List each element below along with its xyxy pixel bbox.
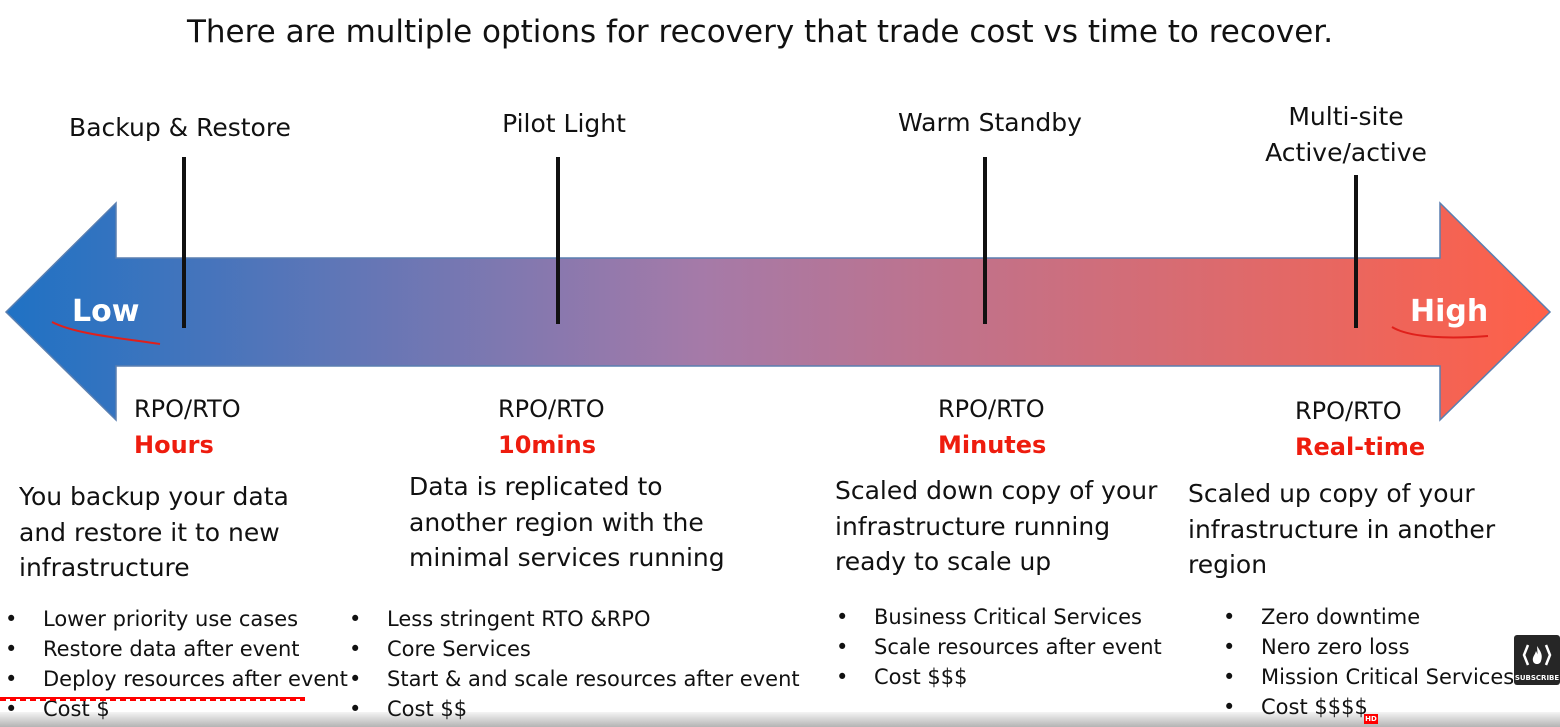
rpo-value-warm-standby: Minutes bbox=[938, 431, 1047, 459]
high-label: High bbox=[1410, 294, 1489, 329]
description-multi-site: Scaled up copy of your infrastructure in… bbox=[1188, 476, 1495, 583]
description-line: another region with the bbox=[409, 507, 704, 537]
bullet-item: Cost $$ bbox=[349, 694, 800, 724]
bullet-item: Cost $$$$ bbox=[1223, 692, 1514, 722]
arrow-body bbox=[4, 201, 1552, 422]
bullet-item: Deploy resources after event bbox=[5, 664, 348, 694]
bullets-warm-standby: Business Critical Services Scale resourc… bbox=[836, 602, 1162, 692]
channel-logo-icon bbox=[1522, 644, 1552, 666]
bullets-pilot-light: Less stringent RTO &RPO Core Services St… bbox=[349, 604, 800, 724]
description-line: infrastructure running bbox=[835, 511, 1111, 541]
description-line: You backup your data bbox=[19, 482, 289, 511]
bullet-item: Zero downtime bbox=[1223, 602, 1514, 632]
rpo-value-pilot-light: 10mins bbox=[498, 431, 597, 459]
description-pilot-light: Data is replicated to another region wit… bbox=[409, 469, 725, 576]
low-underline bbox=[51, 321, 161, 345]
description-line: Data is replicated to bbox=[409, 472, 663, 501]
rpo-label-multi-site: RPO/RTO bbox=[1295, 397, 1402, 425]
bullet-item: Restore data after event bbox=[5, 634, 348, 664]
description-line: infrastructure in another bbox=[1188, 514, 1496, 544]
rpo-label-pilot-light: RPO/RTO bbox=[498, 395, 605, 423]
bullet-item: Nero zero loss bbox=[1223, 632, 1514, 662]
description-line: Scaled up copy of your bbox=[1188, 479, 1475, 508]
bullet-item: Less stringent RTO &RPO bbox=[349, 604, 800, 634]
option-name-pilot-light: Pilot Light bbox=[502, 109, 626, 138]
description-line: Scaled down copy of your bbox=[835, 476, 1158, 505]
low-label: Low bbox=[72, 294, 140, 329]
description-line: infrastructure bbox=[19, 553, 190, 582]
bullet-item: Scale resources after event bbox=[836, 632, 1162, 662]
bullet-item: Business Critical Services bbox=[836, 602, 1162, 632]
rpo-label-backup-restore: RPO/RTO bbox=[134, 395, 241, 423]
description-warm-standby: Scaled down copy of your infrastructure … bbox=[835, 473, 1157, 580]
rpo-value-multi-site: Real-time bbox=[1295, 433, 1426, 461]
rpo-value-backup-restore: Hours bbox=[134, 431, 214, 459]
option-name-backup-restore: Backup & Restore bbox=[69, 113, 291, 142]
bullet-item: Cost $ bbox=[5, 694, 348, 724]
rpo-label-warm-standby: RPO/RTO bbox=[938, 395, 1045, 423]
bullet-item: Lower priority use cases bbox=[5, 604, 348, 634]
description-line: ready to scale up bbox=[835, 547, 1052, 576]
option-name-warm-standby: Warm Standby bbox=[898, 108, 1082, 137]
description-line: region bbox=[1188, 550, 1268, 579]
description-backup-restore: You backup your data and restore it to n… bbox=[19, 479, 289, 586]
subscribe-label: SUBSCRIBE bbox=[1514, 674, 1560, 682]
slide-title: There are multiple options for recovery … bbox=[186, 14, 1334, 50]
bullets-multi-site: Zero downtime Nero zero loss Mission Cri… bbox=[1223, 602, 1514, 722]
high-underline bbox=[1391, 326, 1489, 339]
description-line: and restore it to new bbox=[19, 517, 280, 547]
description-line: minimal services running bbox=[409, 543, 725, 572]
bullet-item: Core Services bbox=[349, 634, 800, 664]
video-player-controls[interactable] bbox=[0, 712, 1560, 727]
bullet-item: Mission Critical Services bbox=[1223, 662, 1514, 692]
bullets-backup-restore: Lower priority use cases Restore data af… bbox=[5, 604, 348, 724]
video-progress-buffer[interactable] bbox=[0, 698, 305, 701]
option-name-multi-site-line2: Active/active bbox=[1265, 138, 1427, 167]
hd-badge: HD bbox=[1364, 714, 1378, 724]
option-name-multi-site-line1: Multi-site bbox=[1288, 102, 1404, 131]
bullet-item: Start & and scale resources after event bbox=[349, 664, 800, 694]
subscribe-badge[interactable]: SUBSCRIBE bbox=[1514, 635, 1560, 685]
video-progress-played[interactable] bbox=[0, 697, 305, 699]
bullet-item: Cost $$$ bbox=[836, 662, 1162, 692]
